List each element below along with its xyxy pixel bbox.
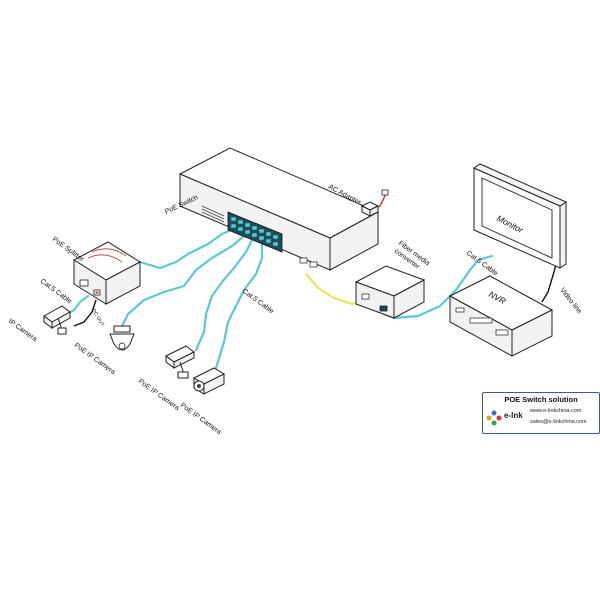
solution-info-box: POE Switch solution e-lnk www.e-linkchin… <box>482 392 600 434</box>
poe-ip-camera-bullet-2 <box>192 367 226 395</box>
cat5-cable-switch-to-dome-camera <box>120 234 246 328</box>
label-poe-ip-camera-1: PoE IP Camera <box>73 342 116 376</box>
label-dc-out: DC OUT <box>90 308 105 328</box>
cat5-cable-switch-to-poe-camera-1 <box>194 238 254 352</box>
ip-camera <box>43 305 71 335</box>
cat5-cable-switch-to-splitter <box>138 226 238 270</box>
cat5-cable-switch-to-poe-camera-2 <box>214 240 264 370</box>
fiber-media-converter <box>354 265 426 319</box>
fiber-cable-switch-to-converter <box>304 272 366 306</box>
cat5-cable-converter-to-nvr <box>382 254 494 320</box>
nvr <box>448 275 554 357</box>
info-title: POE Switch solution <box>504 395 578 404</box>
label-cat5-cable-mid: Cat.5 Cable <box>241 288 275 315</box>
info-brand: e-lnk <box>504 411 523 420</box>
poe-switch <box>178 147 380 271</box>
label-cat5-cable-left: Cat.5 Cable <box>39 278 73 305</box>
info-email-link[interactable]: sales@e-linkchina.com <box>530 419 587 425</box>
monitor <box>472 163 568 269</box>
label-poe-ip-camera-2: PoE IP Camera <box>137 378 180 412</box>
label-video-line: Video line <box>558 287 582 316</box>
info-website-link[interactable]: www.e-linkchina.com <box>530 408 582 414</box>
label-cat5-cable-right: Cat.5 Cable <box>465 250 499 277</box>
ac-adapter <box>360 189 389 217</box>
switch-port-block <box>227 211 283 253</box>
poe-splitter <box>72 241 142 305</box>
dc-cable-splitter-to-ip-camera <box>73 299 97 327</box>
poe-dome-camera <box>109 325 135 351</box>
label-poe-splitter: PoE Splitter <box>51 236 86 264</box>
label-ip-camera: IP Camera <box>7 318 38 343</box>
label-poe-ip-camera-3: PoE IP Camera <box>179 402 222 436</box>
poe-ip-camera-bullet-1 <box>165 345 195 379</box>
e-link-logo-icon <box>486 410 502 426</box>
